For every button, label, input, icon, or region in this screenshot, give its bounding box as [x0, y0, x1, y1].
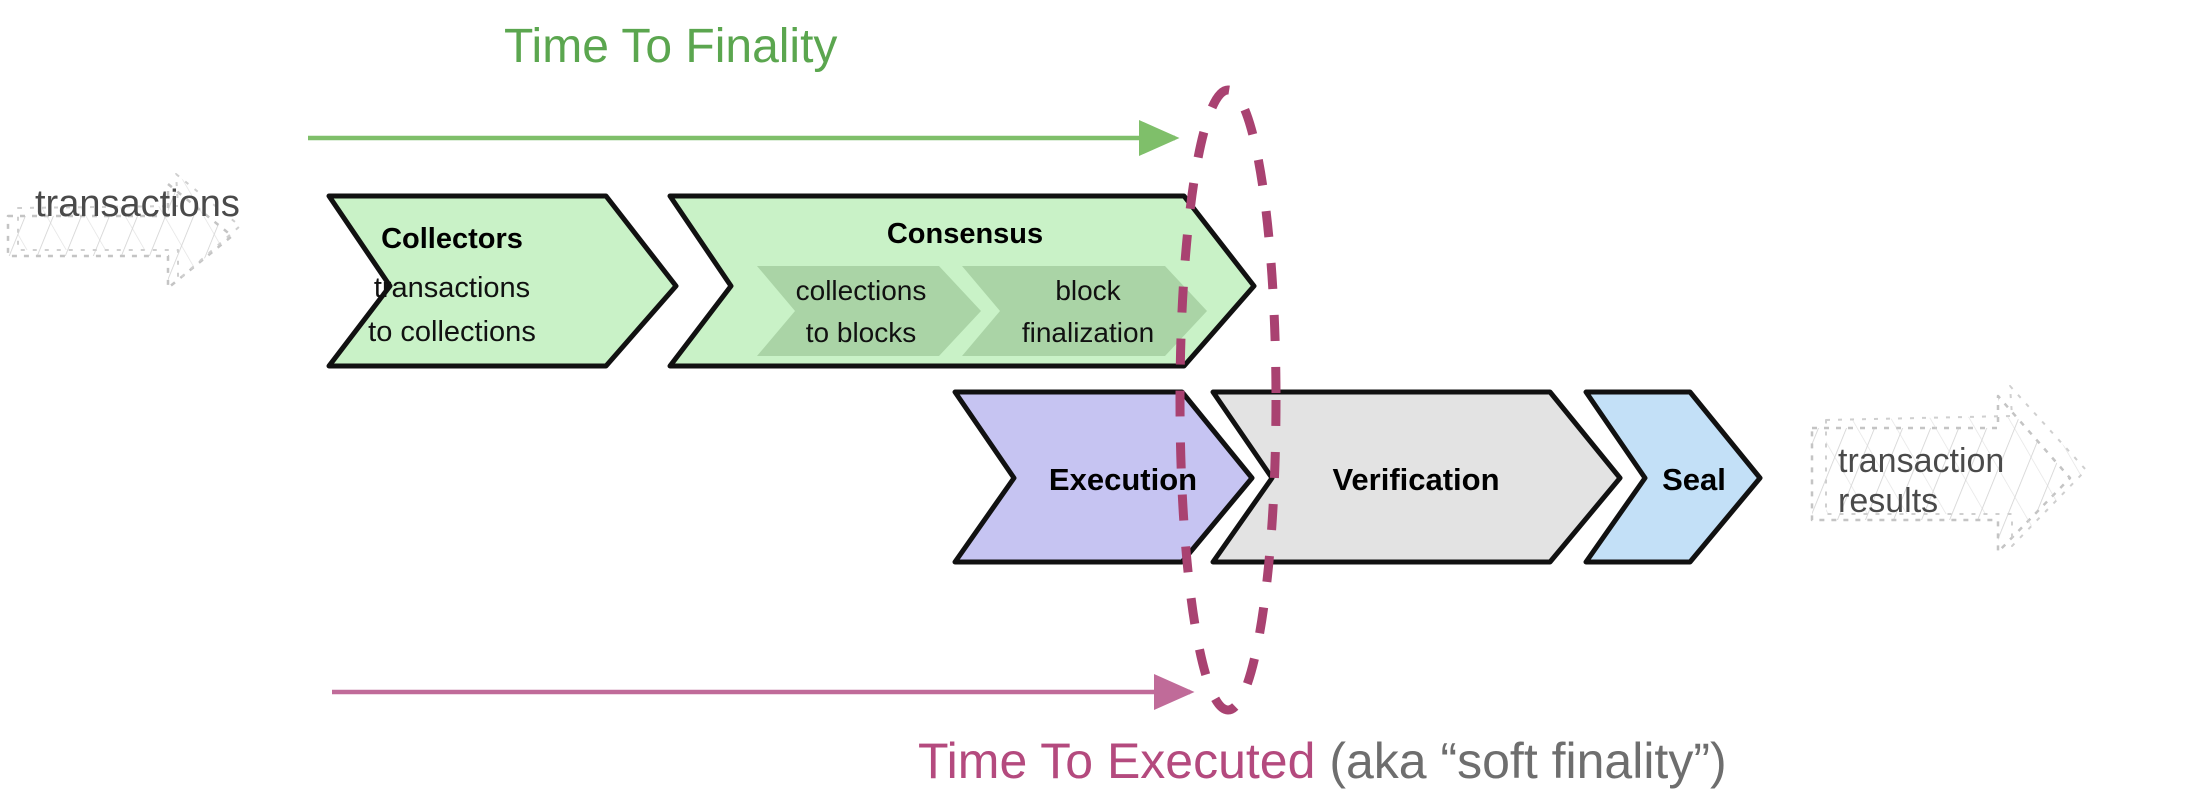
stage-collectors-title: Collectors: [381, 223, 523, 255]
output-transaction-results-line2: results: [1838, 482, 1938, 520]
substage-block-finalization[interactable]: block finalization: [962, 266, 1207, 356]
ghost-arrow-shadow: [17, 173, 241, 281]
time-to-executed-label-suffix: (aka “soft finality”): [1315, 733, 1726, 789]
time-to-executed-label-main: Time To Executed: [918, 733, 1315, 789]
stage-collectors-subline2: to collections: [368, 316, 536, 348]
time-to-finality-annotation: Time To Finality: [308, 20, 1180, 156]
finality-boundary-ellipse: [1175, 85, 1281, 715]
time-to-finality-label: Time To Finality: [504, 20, 837, 73]
input-transactions-label: transactions: [35, 183, 240, 225]
substage-collections-to-blocks-line1: collections: [796, 275, 927, 306]
stage-consensus[interactable]: Consensus collections to blocks block fi…: [667, 193, 1257, 369]
substage-block-finalization-line2: finalization: [1022, 317, 1154, 348]
stage-collectors-shape: [326, 193, 679, 369]
substage-collections-to-blocks[interactable]: collections to blocks: [757, 266, 981, 356]
stage-collectors[interactable]: Collectors transactions to collections: [326, 193, 679, 369]
stage-verification[interactable]: Verification: [1210, 389, 1623, 565]
stage-collectors-subline1: transactions: [374, 272, 530, 304]
stage-consensus-title: Consensus: [887, 218, 1043, 250]
output-transaction-results-ghost-arrow: transaction results: [1810, 385, 2087, 554]
stage-seal[interactable]: Seal: [1583, 389, 1763, 565]
stage-execution[interactable]: Execution: [952, 389, 1255, 565]
time-to-executed-annotation: Time To Executed (aka “soft finality”): [332, 674, 1727, 789]
substage-collections-to-blocks-shape: [757, 266, 981, 356]
stage-verification-shape: [1210, 389, 1623, 565]
ghost-output-arrow-shadow: [1825, 385, 2087, 547]
time-to-executed-label: Time To Executed (aka “soft finality”): [918, 733, 1727, 789]
substage-block-finalization-shape: [962, 266, 1207, 356]
stage-execution-title: Execution: [1049, 462, 1197, 497]
output-transaction-results-line1: transaction: [1838, 442, 2004, 480]
input-transactions-ghost-arrow: transactions: [6, 173, 241, 290]
stage-verification-title: Verification: [1332, 462, 1499, 497]
substage-block-finalization-line1: block: [1055, 275, 1121, 306]
substage-collections-to-blocks-line2: to blocks: [806, 317, 917, 348]
stage-seal-title: Seal: [1662, 462, 1726, 497]
stage-seal-shape: [1583, 389, 1763, 565]
